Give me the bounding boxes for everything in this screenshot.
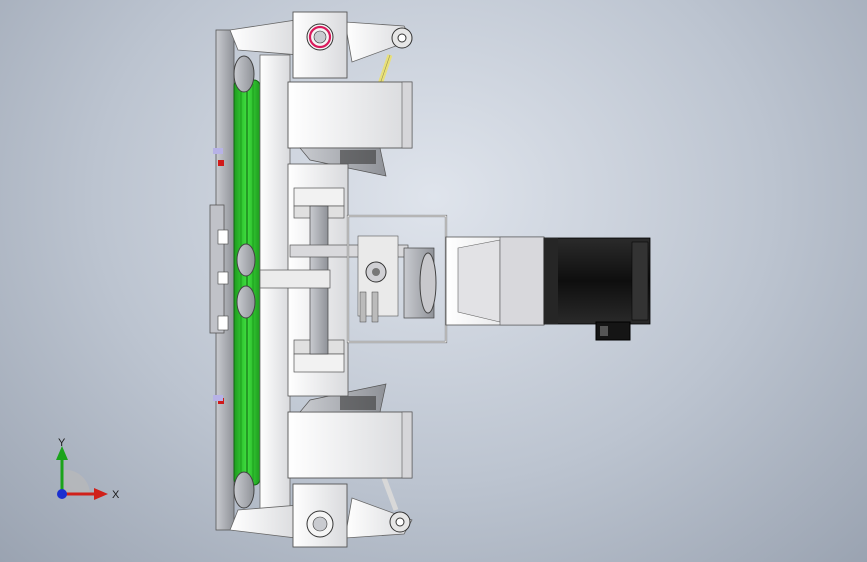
- axis-triad: Y X: [56, 438, 120, 501]
- green-belt: [233, 79, 261, 486]
- x-axis-arrow: [94, 488, 108, 500]
- belt-rollers: [233, 55, 256, 509]
- lower-housing: [287, 383, 413, 479]
- central-carriage: [259, 163, 409, 397]
- left-side-plate: [209, 29, 235, 531]
- x-axis-label: X: [112, 489, 120, 501]
- z-axis-dot: [57, 489, 67, 499]
- y-axis-arrow: [56, 446, 68, 460]
- gearbox-bracket: [346, 214, 448, 344]
- bottom-link-arm[interactable]: [229, 477, 413, 548]
- upper-housing: [287, 81, 413, 177]
- top-link-arm[interactable]: [229, 11, 413, 91]
- stepper-motor: [543, 237, 651, 341]
- gear-reducer: [445, 236, 545, 326]
- y-axis-label: Y: [58, 438, 66, 449]
- triad-plane-icon: [62, 469, 90, 493]
